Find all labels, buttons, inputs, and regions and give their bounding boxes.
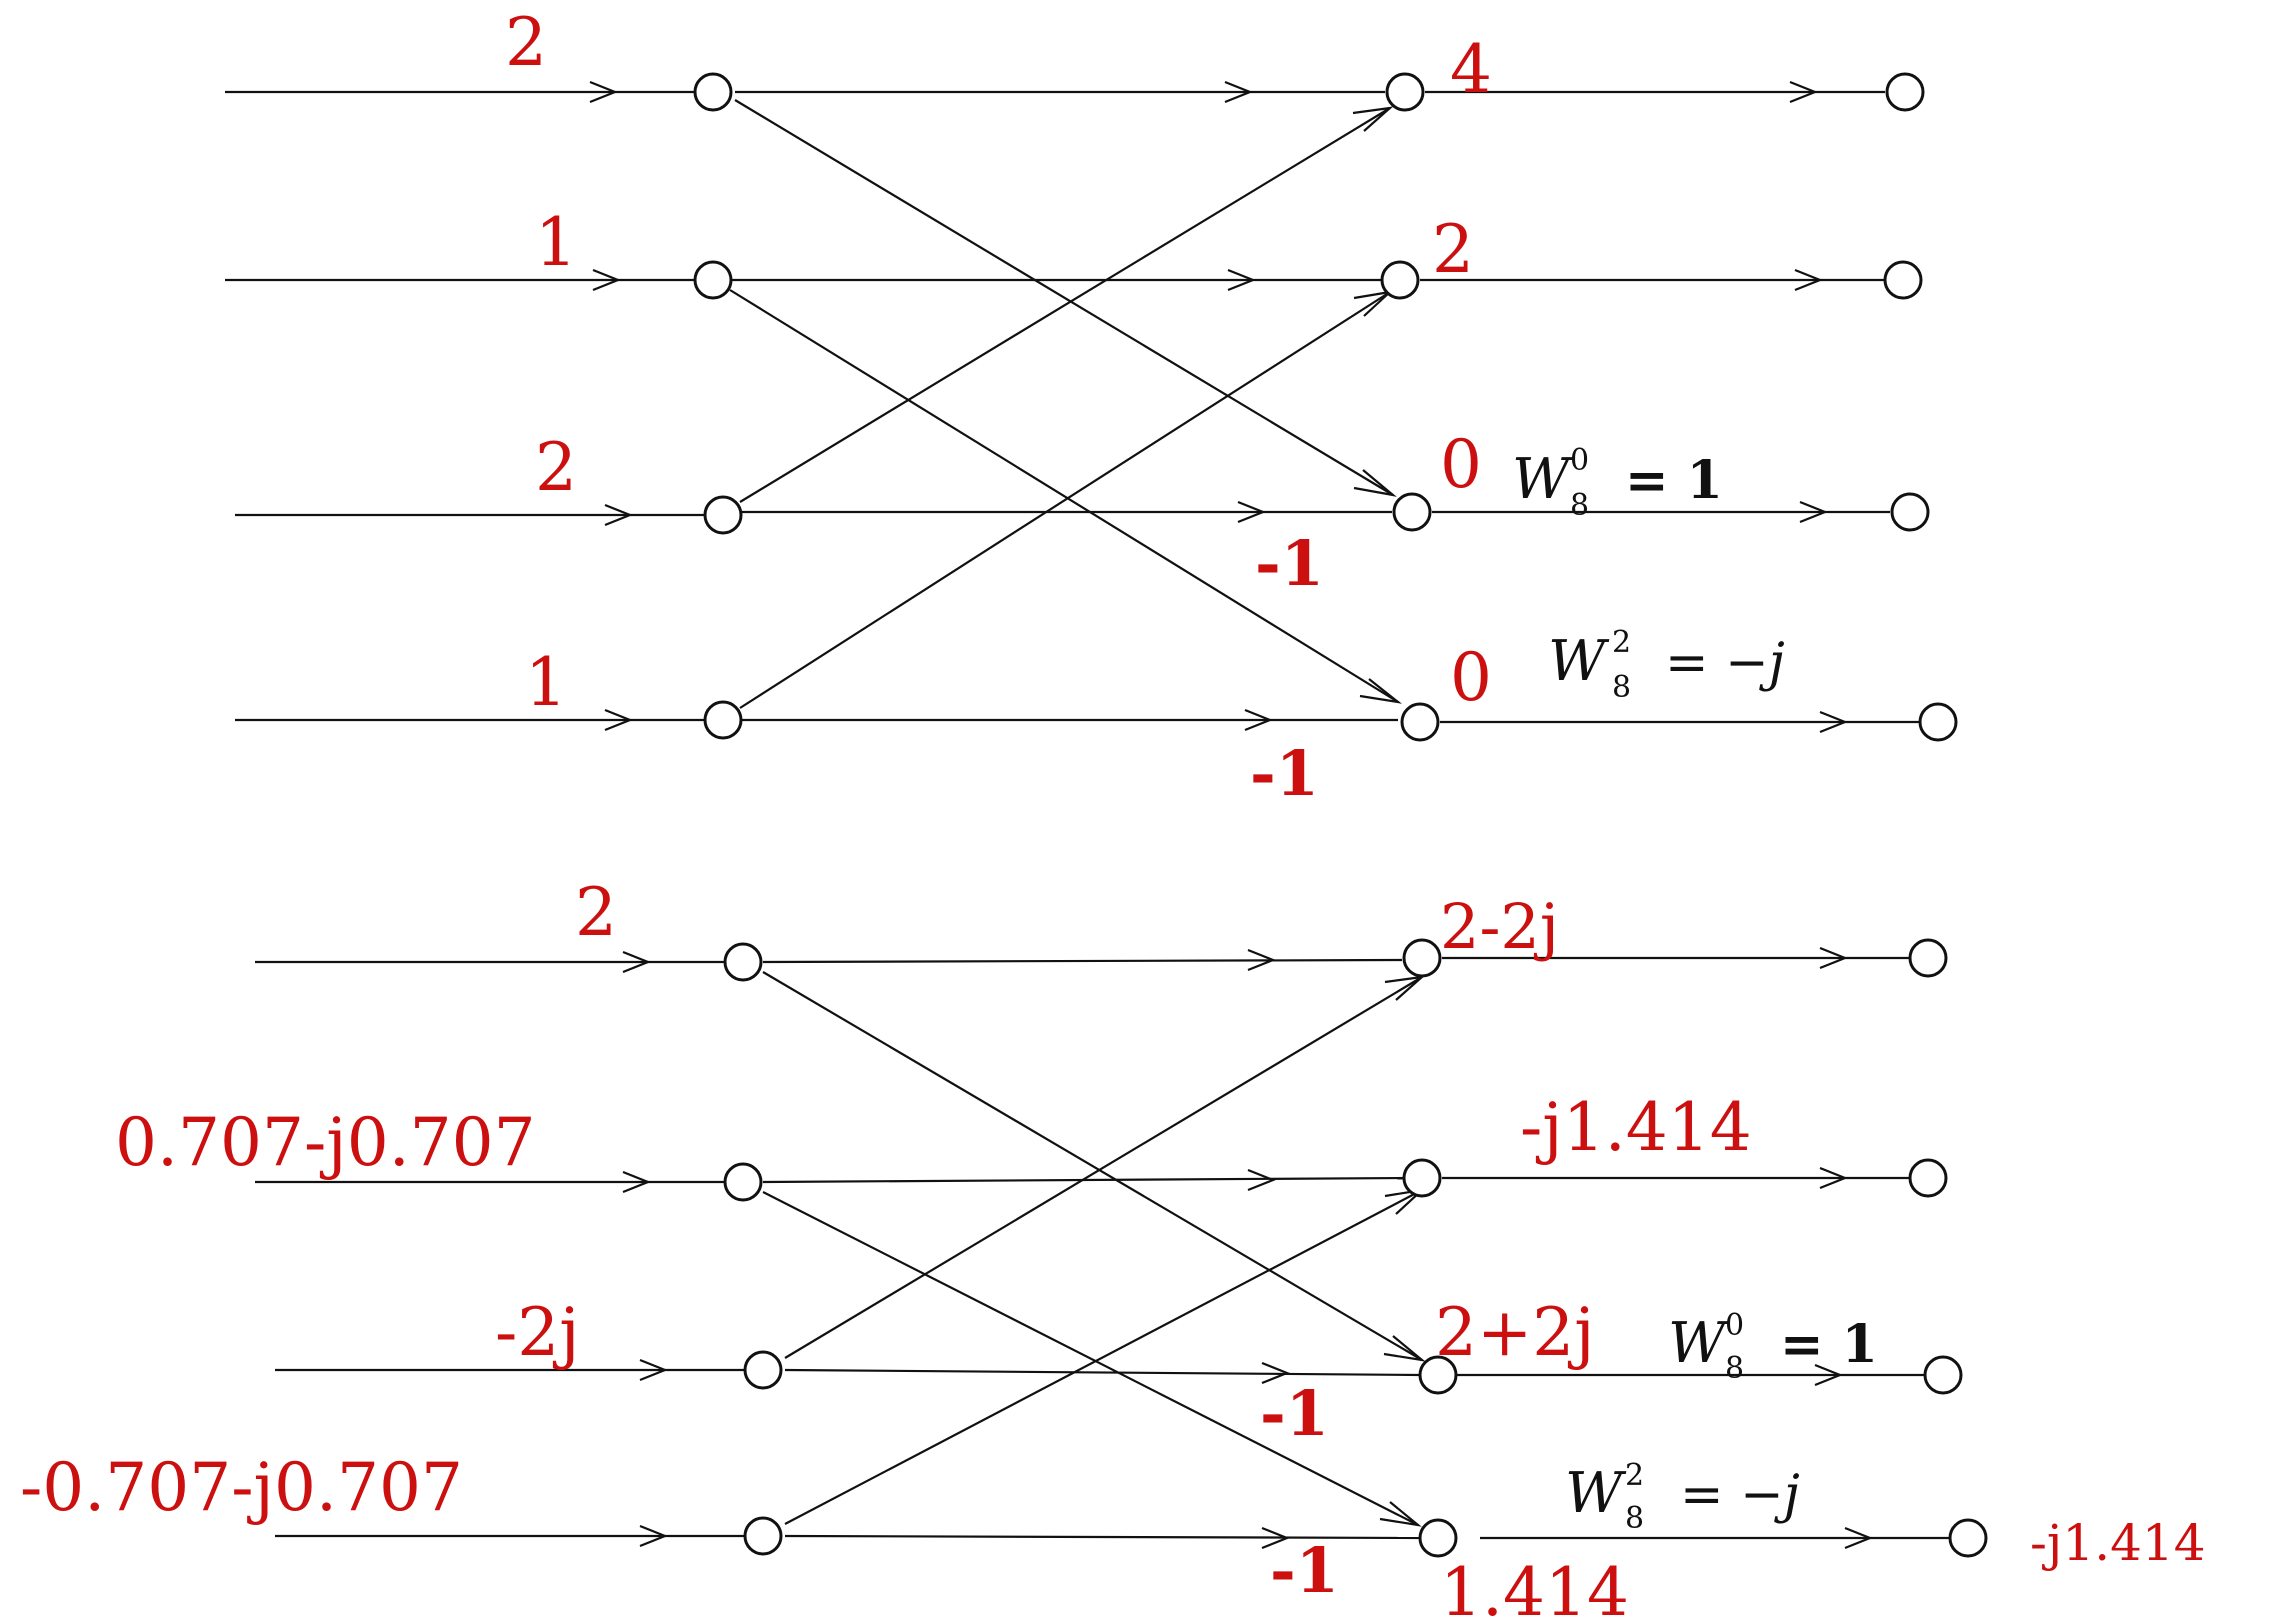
svg-text:2: 2 <box>1625 1458 1644 1493</box>
node-mid-0 <box>1402 938 1442 978</box>
output-label-0: 2-2j <box>1440 890 1559 963</box>
node-in-2 <box>743 1350 783 1390</box>
node-in-1 <box>723 1162 763 1202</box>
output-label-2: 0 <box>1440 426 1482 503</box>
svg-text:= −j: = −j <box>1665 633 1785 693</box>
svg-text:W: W <box>1512 447 1574 512</box>
node-in-0 <box>723 942 763 982</box>
node-mid-0 <box>1385 72 1425 112</box>
node-out-3 <box>1918 702 1958 742</box>
svg-text:W: W <box>1548 629 1610 694</box>
output-label-1: -j1.414 <box>1520 1089 1752 1166</box>
node-mid-3 <box>1400 702 1440 742</box>
output-label-0: 4 <box>1450 31 1492 108</box>
neg-label-1: -1 <box>1250 737 1319 810</box>
butterfly-bottom: 2 0.707-j0.707 -2j -0.707-j0.707 2-2j -j… <box>20 874 2206 1620</box>
node-out-0 <box>1885 72 1925 112</box>
node-in-0 <box>693 72 733 112</box>
output-label-3: 0 <box>1450 639 1492 716</box>
input-label-0: 2 <box>505 4 547 81</box>
svg-text:0: 0 <box>1725 1308 1744 1343</box>
svg-text:= 1: = 1 <box>1780 1314 1878 1375</box>
input-label-0: 2 <box>575 874 617 951</box>
neg-label-0: -1 <box>1255 527 1324 600</box>
node-in-2 <box>703 495 743 535</box>
twiddle-w8-2: W 8 2 = −j <box>1548 625 1785 705</box>
svg-text:W: W <box>1668 1311 1730 1376</box>
node-mid-3 <box>1418 1518 1458 1558</box>
bottom-value: 1.414 <box>1440 1554 1629 1620</box>
node-in-1 <box>693 260 733 300</box>
output-label-1: 2 <box>1432 211 1474 288</box>
final-output-label: -j1.414 <box>2030 1514 2206 1572</box>
node-mid-1 <box>1380 260 1420 300</box>
input-label-2: -2j <box>495 1294 580 1371</box>
svg-text:2: 2 <box>1612 625 1631 660</box>
node-in-3 <box>743 1516 783 1556</box>
svg-text:8: 8 <box>1612 670 1631 705</box>
output-label-2: 2+2j <box>1435 1294 1595 1371</box>
node-mid-2 <box>1418 1355 1458 1395</box>
node-out-2 <box>1890 492 1930 532</box>
input-label-3: 1 <box>525 644 567 721</box>
node-out-0 <box>1908 938 1948 978</box>
svg-text:= −j: = −j <box>1680 1465 1800 1525</box>
svg-text:8: 8 <box>1625 1501 1644 1536</box>
input-label-2: 2 <box>535 429 577 506</box>
input-label-1: 0.707-j0.707 <box>115 1104 536 1181</box>
node-out-2 <box>1923 1355 1963 1395</box>
neg-label-1: -1 <box>1270 1534 1339 1607</box>
input-label-3: -0.707-j0.707 <box>20 1449 463 1526</box>
node-mid-1 <box>1402 1158 1442 1198</box>
twiddle-w8-2: W 8 2 = −j <box>1565 1458 1800 1536</box>
input-label-1: 1 <box>535 204 577 281</box>
svg-text:W: W <box>1565 1461 1627 1526</box>
butterfly-top: 2 1 2 1 4 2 0 0 -1 -1 W 8 0 = 1 W 8 2 = … <box>225 4 1958 810</box>
svg-text:8: 8 <box>1725 1351 1744 1386</box>
node-out-3 <box>1948 1518 1988 1558</box>
svg-text:= 1: = 1 <box>1625 450 1723 511</box>
node-out-1 <box>1908 1158 1948 1198</box>
svg-text:0: 0 <box>1570 443 1589 478</box>
neg-label-0: -1 <box>1260 1377 1329 1450</box>
twiddle-w8-0: W 8 0 = 1 <box>1668 1308 1878 1386</box>
twiddle-w8-0: W 8 0 = 1 <box>1512 443 1723 523</box>
svg-text:8: 8 <box>1570 488 1589 523</box>
node-in-3 <box>703 700 743 740</box>
node-out-1 <box>1883 260 1923 300</box>
node-mid-2 <box>1392 492 1432 532</box>
